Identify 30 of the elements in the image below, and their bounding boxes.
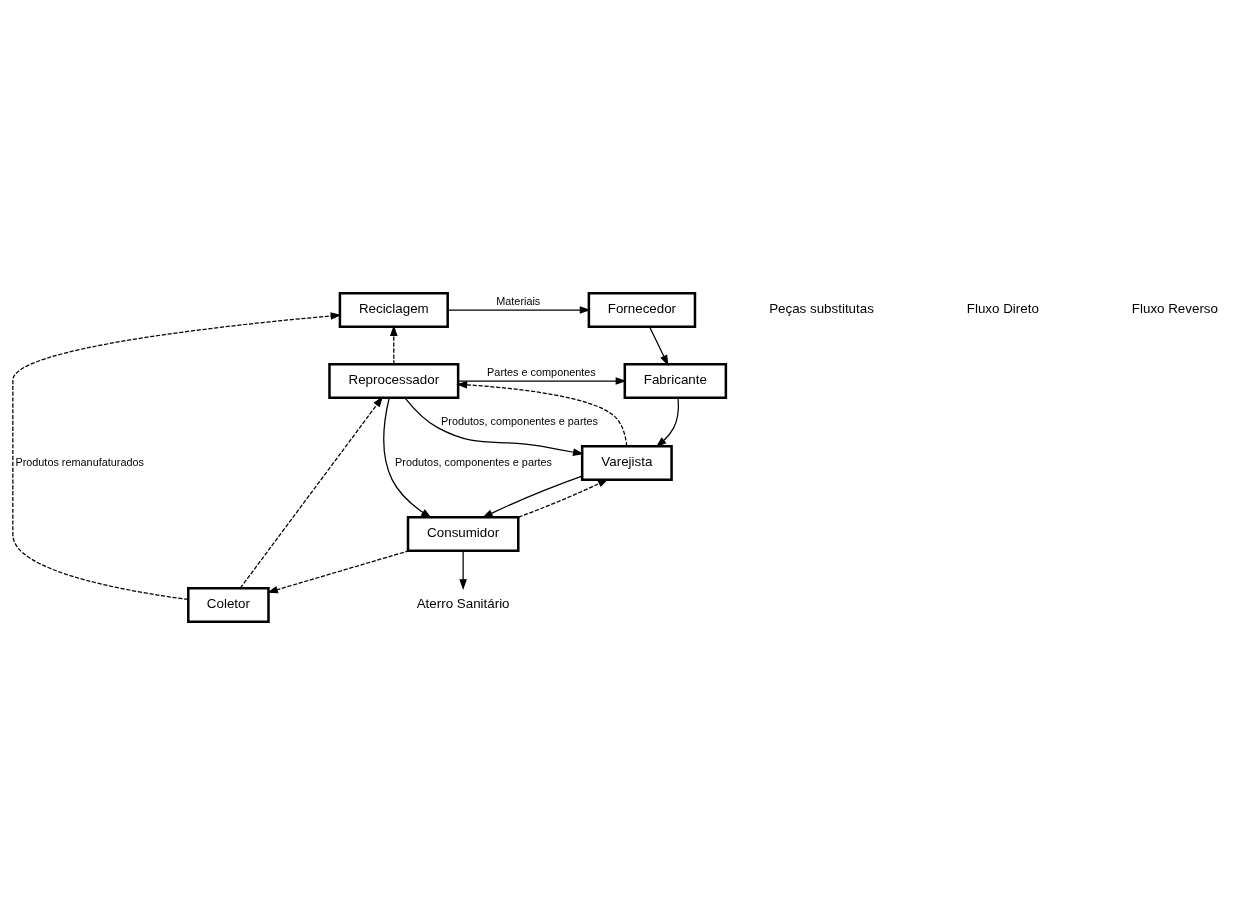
arrow (482, 475, 583, 518)
arrow (456, 381, 628, 447)
edge-label: Partes e componentes (487, 365, 596, 378)
label: Peças substitutas (769, 301, 874, 317)
arrow (383, 397, 432, 519)
arrow (447, 306, 591, 314)
arrow (457, 377, 627, 385)
arrow (239, 396, 384, 589)
node-box: Coletor (187, 587, 270, 623)
edge-label: Produtos remanufaturados (15, 455, 144, 468)
node-box: Varejista (580, 444, 673, 481)
node-box: Fornecedor (587, 292, 697, 328)
legend-label: Fluxo Direto (966, 301, 1039, 317)
arrow (649, 326, 669, 366)
arrow (655, 397, 680, 448)
edge-label: Materiais (496, 294, 541, 307)
arrow (390, 325, 398, 365)
node-text: Aterro Sanitário (416, 596, 510, 612)
arrow (404, 397, 584, 456)
edge-label: Produtos, componentes e partes (441, 414, 599, 427)
edge-label: Produtos, componentes e partes (395, 455, 553, 468)
node-box: Consumidor (406, 515, 520, 552)
arrow (517, 478, 609, 518)
arrow (12, 312, 342, 601)
arrow (459, 550, 467, 590)
legend-label: Fluxo Reverso (1131, 301, 1218, 317)
node-box: Reciclagem (338, 292, 449, 328)
node-box: Reprocessador (328, 363, 460, 400)
arrow (267, 550, 410, 594)
node-box: Fabricante (623, 363, 728, 400)
